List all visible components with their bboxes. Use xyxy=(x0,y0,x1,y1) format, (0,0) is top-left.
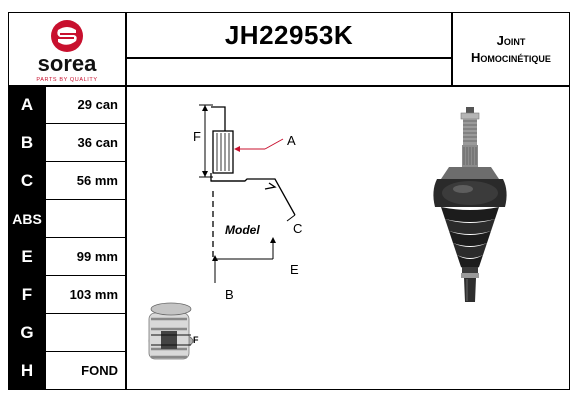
spec-row-abs: ABS xyxy=(8,200,126,238)
label-f: F xyxy=(193,129,201,144)
spec-row-f: F 103 mm xyxy=(8,276,126,314)
dimension-diagram: F A Model C E B F xyxy=(148,104,507,360)
brand-name: sorea xyxy=(38,51,97,76)
label-e: E xyxy=(290,262,299,277)
spec-key: ABS xyxy=(8,200,46,237)
row-divider xyxy=(8,237,126,238)
label-model: Model xyxy=(225,223,260,237)
row-divider xyxy=(8,199,126,200)
diagram-panel: F A Model C E B F xyxy=(126,86,570,390)
spec-value: FOND xyxy=(81,363,118,378)
spec-value xyxy=(46,200,126,237)
row-divider xyxy=(8,161,126,162)
spec-value xyxy=(46,314,126,351)
spec-value: 29 can xyxy=(77,97,118,112)
joint-drawing xyxy=(199,104,296,283)
boot-thumbnail: F xyxy=(148,302,199,360)
spec-row-a: A 29 can xyxy=(8,86,126,124)
label-a: A xyxy=(287,133,296,148)
spec-value: 56 mm xyxy=(76,173,118,188)
logo-box: sorea PARTS BY QUALITY xyxy=(8,12,126,86)
label-c: C xyxy=(293,221,302,236)
spec-row-g: G xyxy=(8,314,126,352)
row-divider xyxy=(8,351,126,352)
spec-row-c: C 56 mm xyxy=(8,162,126,200)
row-divider xyxy=(8,313,126,314)
row-divider xyxy=(8,123,126,124)
product-code-subbox xyxy=(126,58,452,86)
label-f-small: F xyxy=(193,335,199,345)
product-code: JH22953K xyxy=(224,19,354,50)
spec-key: H xyxy=(8,352,46,389)
spec-value: 103 mm xyxy=(69,287,118,302)
spec-key: F xyxy=(8,276,46,313)
spec-row-e: E 99 mm xyxy=(8,238,126,276)
spec-row-b: B 36 can xyxy=(8,124,126,162)
sorea-logo-mark xyxy=(51,20,83,52)
row-divider xyxy=(8,275,126,276)
spec-row-h: H FOND xyxy=(8,352,126,390)
spec-key: E xyxy=(8,238,46,275)
spec-value: 36 can xyxy=(77,135,118,150)
product-code-box: JH22953K xyxy=(126,12,452,58)
label-b: B xyxy=(225,287,234,302)
sorea-logo: sorea PARTS BY QUALITY xyxy=(36,20,97,83)
product-type-line1: Joint xyxy=(496,33,526,48)
spec-value: 99 mm xyxy=(76,249,118,264)
product-type-line2: Homocinétique xyxy=(471,50,551,65)
cv-joint-photo xyxy=(433,107,507,302)
spec-key: C xyxy=(8,162,46,199)
spec-key: A xyxy=(8,86,46,123)
spec-key: B xyxy=(8,124,46,161)
spec-key: G xyxy=(8,314,46,351)
brand-tagline: PARTS BY QUALITY xyxy=(36,77,97,83)
product-type-box: Joint Homocinétique xyxy=(452,12,570,86)
